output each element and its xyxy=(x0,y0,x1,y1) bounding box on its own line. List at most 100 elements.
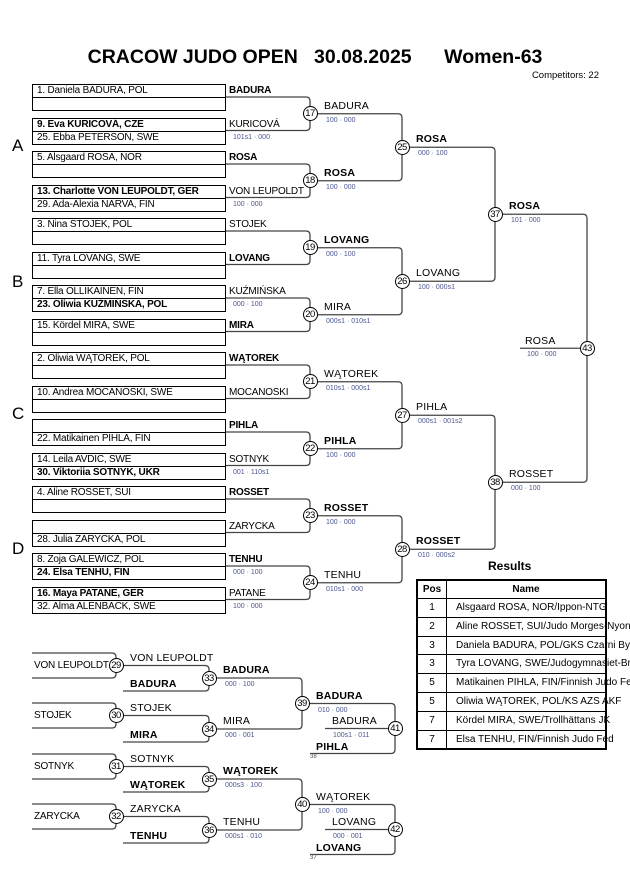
competitor-entry: 15. Kördel MIRA, SWE xyxy=(37,319,135,331)
repechage-winner: WĄTOREK xyxy=(223,765,279,777)
match-score: 000 · 100 xyxy=(225,681,255,688)
result-position: 7 xyxy=(418,711,447,730)
repechage-winner: MIRA xyxy=(223,715,251,727)
repechage-opponent: BADURA xyxy=(130,678,177,690)
competitor-entry: 32. Alma ALENBACK, SWE xyxy=(37,600,156,612)
match-score: 000 · 100 xyxy=(233,569,263,576)
competitor-entry: 8. Zoja GALEWICZ, POL xyxy=(37,554,144,565)
advancing-name: PIHLA xyxy=(229,420,259,431)
match-number-circle: 26 xyxy=(394,273,410,289)
round-winner-name: ROSSET xyxy=(324,501,369,514)
match-number-circle: 21 xyxy=(302,374,318,390)
repechage-winner: VON LEUPOLDT xyxy=(130,652,214,664)
match-number-circle: 36 xyxy=(201,822,217,838)
match-score: 100 · 000 xyxy=(318,807,348,815)
round-winner-name: PIHLA xyxy=(416,401,448,414)
match-number-circle: 42 xyxy=(387,822,403,837)
match-score: 100 · 000 xyxy=(326,116,356,124)
round-winner-name: LOVANG xyxy=(324,233,370,246)
pool-label-A: A xyxy=(12,136,24,155)
match-number-circle: 25 xyxy=(394,139,410,155)
result-name: Oliwia WĄTOREK, POL/KS AZS AKF xyxy=(456,695,622,707)
advancing-name: STOJEK xyxy=(229,219,267,230)
box-divider xyxy=(33,365,225,366)
match-score: 000 · 001 xyxy=(333,832,363,840)
match-score: 000 · 100 xyxy=(326,250,356,258)
result-position: 7 xyxy=(418,730,447,749)
draw-box xyxy=(32,218,226,245)
advancing-name: VON LEUPOLDT xyxy=(229,185,304,197)
bronze-opponent: PIHLA xyxy=(316,740,349,753)
draw-box xyxy=(32,519,226,547)
repechage-winner: TENHU xyxy=(223,816,261,828)
competitor-entry: 1. Daniela BADURA, POL xyxy=(37,85,148,96)
match-number-circle: 34 xyxy=(201,721,217,737)
match-number-circle: 18 xyxy=(302,173,318,189)
competitor-entry: 2. Oliwia WĄTOREK, POL xyxy=(37,353,150,364)
repechage-winner: STOJEK xyxy=(130,702,172,714)
match-score: 000 · 100 xyxy=(511,485,541,493)
source-match-number: 37 xyxy=(310,854,317,861)
advancing-name: MOCANOSKI xyxy=(229,386,289,398)
advancing-name: WĄTOREK xyxy=(229,353,280,364)
match-number-circle: 43 xyxy=(579,340,595,356)
draw-box xyxy=(32,285,226,312)
result-name: Elsa TENHU, FIN/Finnish Judo Fed xyxy=(456,733,614,745)
match-number-circle: 20 xyxy=(302,307,318,323)
draw-box xyxy=(32,184,226,212)
draw-box xyxy=(32,318,226,346)
competitor-entry: 11. Tyra LOVANG, SWE xyxy=(37,252,141,264)
match-number-circle: 31 xyxy=(108,759,124,774)
advancing-name: KURICOVÁ xyxy=(229,118,280,130)
draw-box xyxy=(32,586,226,614)
competitor-entry: 14. Leila AVDIC, SWE xyxy=(37,453,132,465)
match-number-circle: 40 xyxy=(294,797,310,812)
match-score: 010 · 000 xyxy=(318,706,348,714)
match-score: 101 · 000 xyxy=(511,217,541,225)
draw-box xyxy=(32,84,226,111)
match-score: 100 · 000 xyxy=(233,200,263,208)
match-score: 100 · 000 xyxy=(326,183,356,191)
round-winner-name: LOVANG xyxy=(416,267,461,280)
page-title: CRACOW JUDO OPEN 30.08.2025 Women-63 xyxy=(87,46,543,68)
bracket-connector xyxy=(409,414,496,550)
repechage-winner: WĄTOREK xyxy=(316,790,371,803)
match-number-circle: 27 xyxy=(394,407,410,423)
match-number-circle: 39 xyxy=(294,696,310,711)
pool-label-B: B xyxy=(12,272,24,291)
competitor-entry: 24. Elsa TENHU, FIN xyxy=(37,567,130,578)
match-score: 000 · 100 xyxy=(418,150,448,158)
repechage-entrant: SOTNYK xyxy=(34,761,74,772)
round-winner-name: PIHLA xyxy=(324,434,357,447)
round-winner-name: BADURA xyxy=(324,99,369,112)
round-winner-name: ROSSET xyxy=(416,535,461,548)
match-number-circle: 35 xyxy=(201,771,217,787)
round-winner-name: ROSSET xyxy=(509,468,554,481)
match-score: 010s1 · 000s1 xyxy=(326,384,371,392)
result-position: 3 xyxy=(418,655,447,674)
competitor-entry: 29. Ada-Alexia NARVA, FIN xyxy=(37,198,155,210)
bronze-winner: BADURA xyxy=(332,714,377,727)
competitor-entry: 22. Matikainen PIHLA, FIN xyxy=(37,433,151,444)
result-position: 1 xyxy=(418,599,447,617)
box-divider xyxy=(33,231,225,232)
competitor-entry: 25. Ebba PETERSON, SWE xyxy=(37,131,159,143)
box-divider xyxy=(33,398,225,400)
draw-box xyxy=(32,553,226,580)
box-divider xyxy=(33,599,225,601)
repechage-entrant: VON LEUPOLDT xyxy=(34,660,109,671)
results-title: Results xyxy=(488,559,532,573)
box-divider xyxy=(33,298,225,299)
match-score: 101s1 · 000 xyxy=(233,133,270,141)
pool-label-C: C xyxy=(12,404,25,423)
repechage-entrant: STOJEK xyxy=(34,710,72,721)
competitor-entry: 30. Viktoriia SOTNYK, UKR xyxy=(37,466,160,478)
source-match-number: 38 xyxy=(310,753,317,760)
draw-box xyxy=(32,486,226,513)
header-pos: Pos xyxy=(418,581,447,598)
repechage-winner: SOTNYK xyxy=(130,753,175,765)
